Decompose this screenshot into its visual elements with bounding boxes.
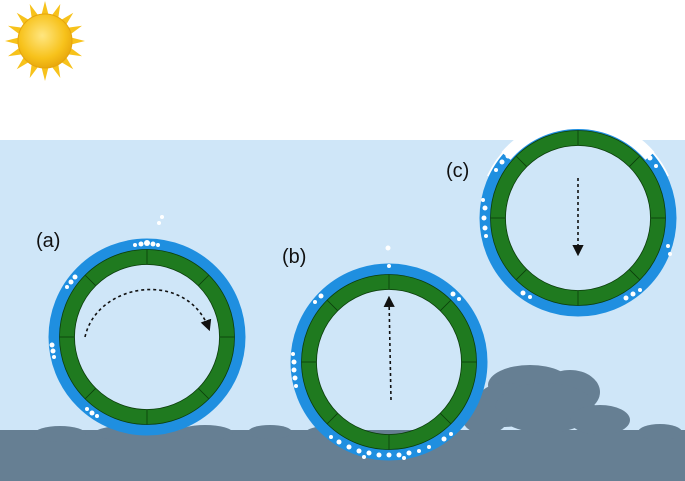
ring-a-rotation-arrow: [84, 288, 212, 338]
panel-label-b: (b): [282, 246, 306, 268]
panel-label-a: (a): [36, 230, 60, 252]
ring-seam: [326, 299, 338, 311]
ring-c-bubbles: [481, 153, 672, 301]
ring-seam: [198, 388, 210, 400]
sun-icon: [5, 1, 85, 81]
sun-ray: [5, 37, 20, 45]
ring-seam: [515, 155, 527, 167]
ring-seam: [84, 274, 96, 286]
ring-b-bubbles: [291, 245, 461, 460]
sun-ray: [41, 1, 49, 16]
ring-a: [48, 215, 246, 436]
ring-seam: [515, 269, 527, 281]
ring-a-seams: [59, 249, 235, 425]
ring-seam: [629, 269, 641, 281]
sun-ray: [41, 66, 49, 81]
ring-b: [290, 245, 488, 461]
ring-seam: [440, 299, 452, 311]
ring-a-bubbles: [49, 215, 164, 418]
ring-seam: [326, 413, 338, 425]
ring-b-seams: [301, 274, 477, 450]
ring-seam: [84, 388, 96, 400]
panel-label-c: (c): [446, 160, 469, 182]
ring-seam: [198, 274, 210, 286]
ring-b-rise-arrow: [383, 295, 395, 401]
ring-c: [479, 117, 677, 317]
sun-ray: [70, 37, 85, 45]
seabed: [0, 365, 685, 481]
sky: [0, 0, 685, 140]
ring-c-seams: [490, 130, 666, 306]
ring-seam: [440, 413, 452, 425]
ring-seam: [629, 155, 641, 167]
